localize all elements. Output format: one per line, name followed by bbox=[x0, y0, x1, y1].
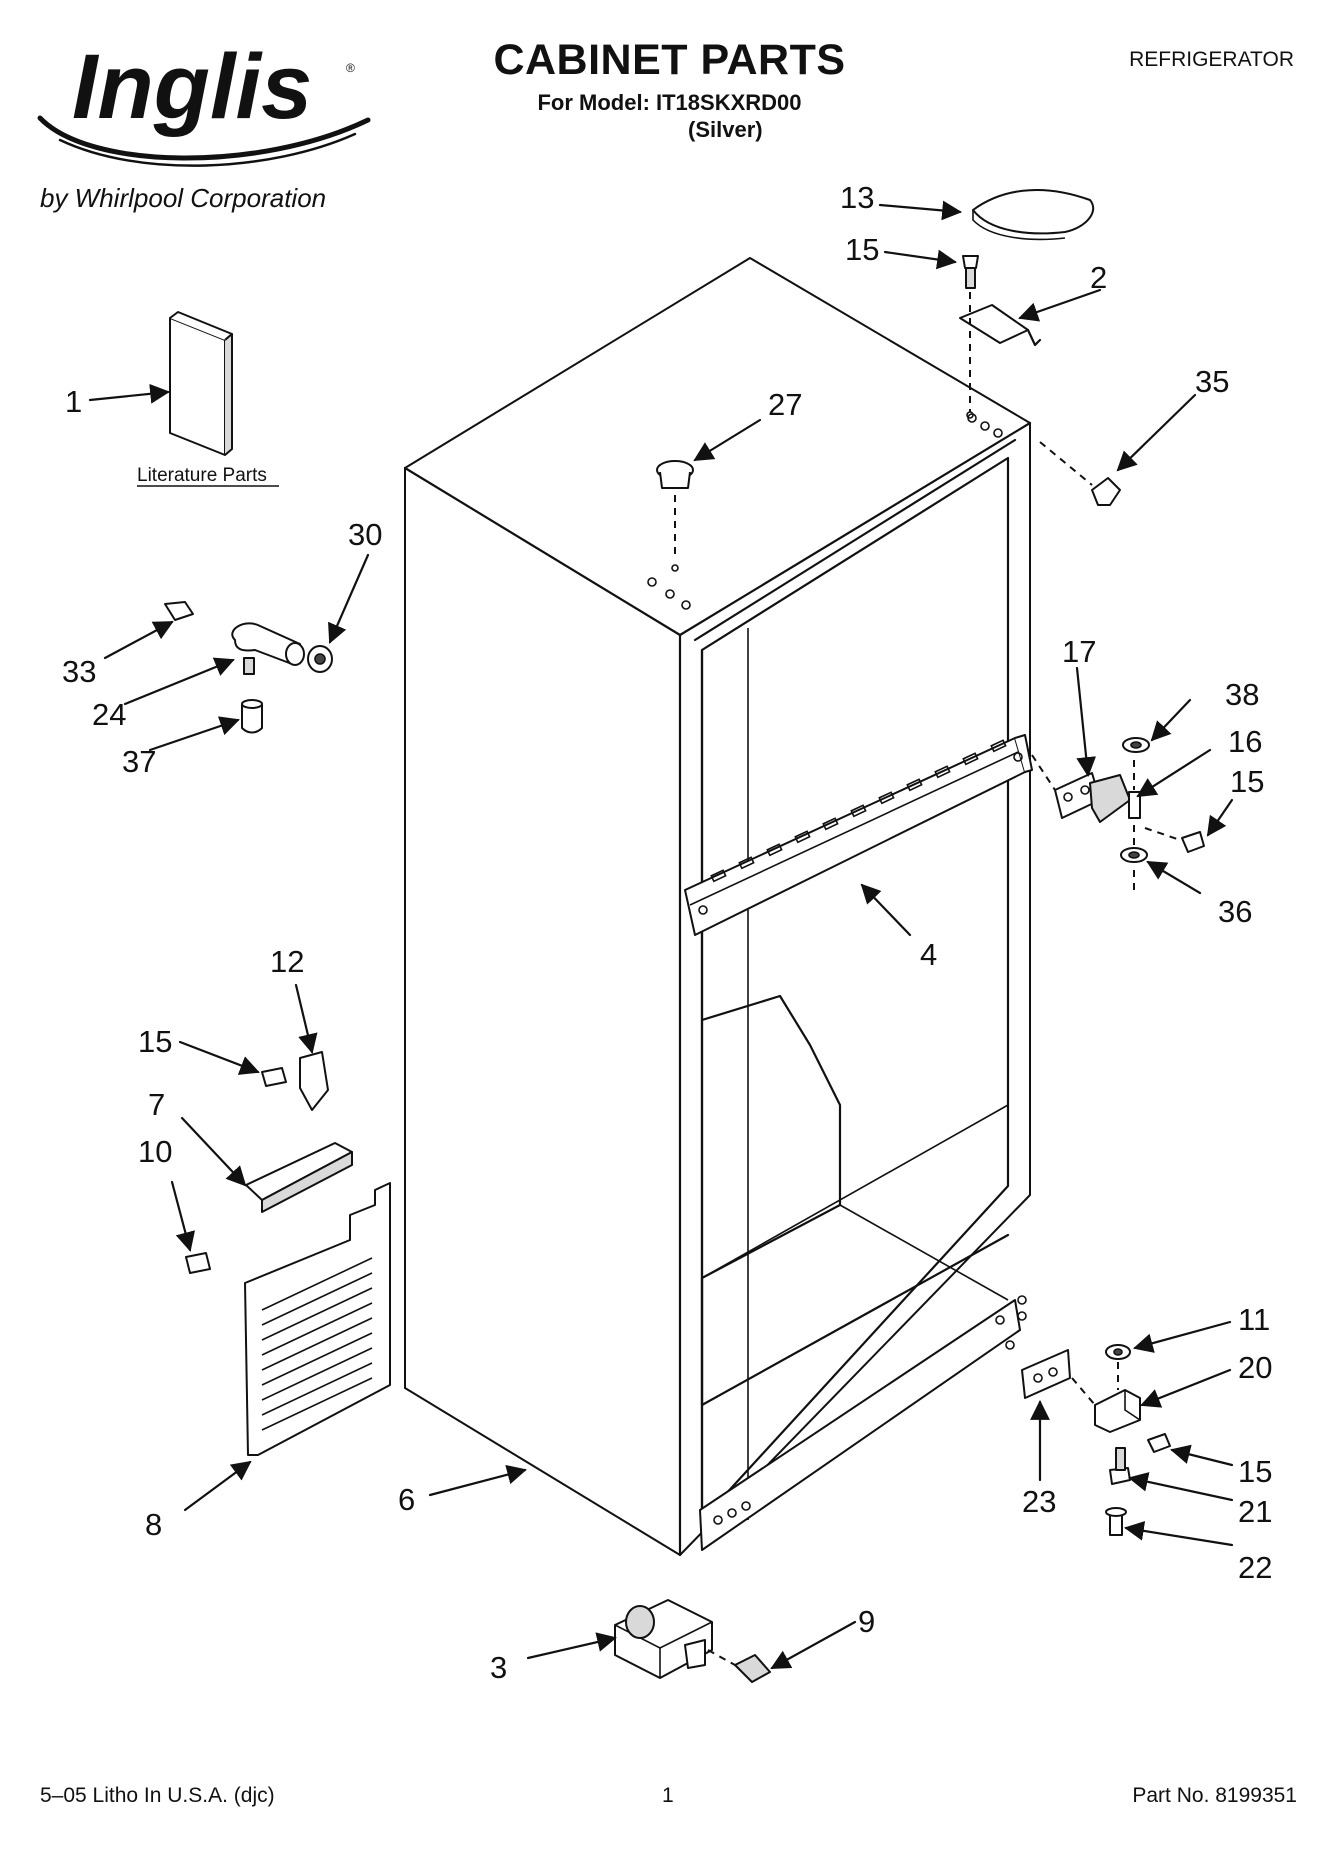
roller-assembly bbox=[614, 1599, 771, 1683]
callout-37: 37 bbox=[122, 744, 156, 779]
literature-caption: Literature Parts bbox=[137, 465, 267, 486]
callout-12: 12 bbox=[270, 944, 304, 979]
top-hinge-assembly bbox=[959, 255, 1042, 419]
callout-8: 8 bbox=[145, 1507, 162, 1542]
lower-hinge-assembly bbox=[1021, 1344, 1171, 1536]
callout-24: 24 bbox=[92, 697, 126, 732]
callout-numbers: 1 2 3 4 6 7 8 9 10 11 12 13 15 15 15 15 … bbox=[62, 180, 1272, 1685]
callout-4: 4 bbox=[920, 937, 937, 972]
inglis-logo: Inglis ® bbox=[37, 36, 371, 167]
registered-mark: ® bbox=[346, 61, 355, 75]
literature-parts: Literature Parts bbox=[137, 311, 279, 487]
callout-11: 11 bbox=[1238, 1302, 1270, 1337]
callout-7: 7 bbox=[148, 1087, 165, 1122]
callout-3: 3 bbox=[490, 1650, 507, 1685]
callout-15-center: 15 bbox=[1230, 764, 1264, 799]
callout-38: 38 bbox=[1225, 677, 1259, 712]
callout-15-left: 15 bbox=[138, 1024, 172, 1059]
center-hinge-assembly bbox=[1031, 737, 1205, 895]
model-variant: (Silver) bbox=[688, 117, 763, 142]
clip-part bbox=[1039, 441, 1121, 506]
callout-30: 30 bbox=[348, 517, 382, 552]
lower-left-parts bbox=[185, 1051, 391, 1456]
callout-1: 1 bbox=[65, 384, 82, 419]
callout-15-bottom: 15 bbox=[1238, 1454, 1272, 1489]
model-line: For Model: IT18SKXRD00 bbox=[537, 90, 802, 115]
callout-9: 9 bbox=[858, 1604, 875, 1639]
callout-10: 10 bbox=[138, 1134, 172, 1169]
callout-6: 6 bbox=[398, 1482, 415, 1517]
callout-27: 27 bbox=[768, 387, 802, 422]
page-title: CABINET PARTS bbox=[493, 36, 846, 84]
callout-2: 2 bbox=[1090, 260, 1107, 295]
callout-17: 17 bbox=[1062, 634, 1096, 669]
callout-36: 36 bbox=[1218, 894, 1252, 929]
callout-15-top: 15 bbox=[845, 232, 879, 267]
callout-35: 35 bbox=[1195, 364, 1229, 399]
callout-33: 33 bbox=[62, 654, 96, 689]
leader-lines bbox=[88, 200, 1234, 1670]
callout-22: 22 bbox=[1238, 1550, 1272, 1585]
footer-page-number: 1 bbox=[662, 1784, 674, 1807]
callout-21: 21 bbox=[1238, 1494, 1272, 1529]
center-rail bbox=[684, 734, 1033, 936]
callout-16: 16 bbox=[1228, 724, 1262, 759]
door-stop-assembly bbox=[164, 601, 333, 734]
brand-wordmark: Inglis bbox=[72, 36, 312, 138]
footer-print-info: 5–05 Litho In U.S.A. (djc) bbox=[40, 1784, 275, 1807]
callout-23: 23 bbox=[1022, 1484, 1056, 1519]
top-hinge-cover bbox=[972, 189, 1095, 241]
top-hole-plug bbox=[656, 460, 694, 572]
appliance-category: REFRIGERATOR bbox=[1129, 48, 1294, 71]
callout-20: 20 bbox=[1238, 1350, 1272, 1385]
footer-part-number: Part No. 8199351 bbox=[1132, 1784, 1297, 1807]
callout-13: 13 bbox=[840, 180, 874, 215]
brand-tagline: by Whirlpool Corporation bbox=[40, 183, 327, 213]
